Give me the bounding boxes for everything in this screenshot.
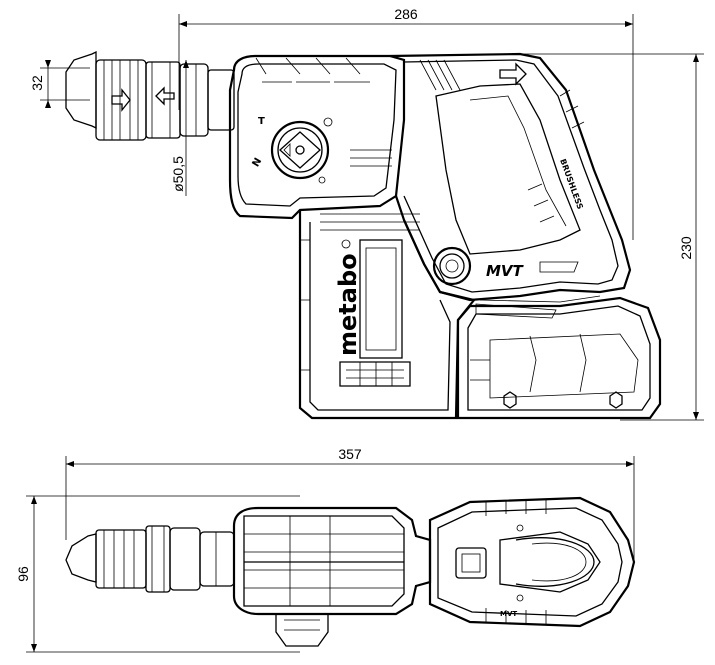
dimension-chuck-height-label: 32 <box>29 75 45 91</box>
dimension-side-length-label: 286 <box>394 6 418 22</box>
top-model-plate: MVT <box>500 610 517 618</box>
lower-body: metabo <box>298 210 476 420</box>
dimension-side-length: 286 <box>178 6 634 240</box>
dimension-chuck-height: 32 <box>29 60 90 108</box>
gear-housing: T N <box>228 54 406 220</box>
side-view: 286 32 ø50,5 230 <box>29 6 704 421</box>
battery-pack <box>456 296 662 420</box>
model-plate: MVT <box>486 262 525 280</box>
dimension-top-length-label: 357 <box>338 446 362 462</box>
dimension-top-width-label: 96 <box>15 566 31 582</box>
top-housing <box>232 506 432 647</box>
top-handle: MVT <box>428 496 636 628</box>
dimension-top-length: 357 <box>65 446 635 560</box>
dimension-top-width: 96 <box>15 495 300 653</box>
brand-logo: metabo <box>334 253 362 356</box>
top-chuck <box>65 525 235 593</box>
dimension-side-height-label: 230 <box>678 236 694 260</box>
dimension-collar-diameter: ø50,5 <box>170 60 189 196</box>
mode-symbol-n: N <box>251 156 265 169</box>
mode-symbol-t: T <box>258 116 265 127</box>
dimension-side-height: 230 <box>520 53 704 421</box>
dimension-collar-diameter-label: ø50,5 <box>170 156 186 192</box>
chuck <box>65 50 235 141</box>
handle: BRUSHLESS MVT <box>389 52 632 319</box>
top-view: 357 96 <box>15 446 636 653</box>
